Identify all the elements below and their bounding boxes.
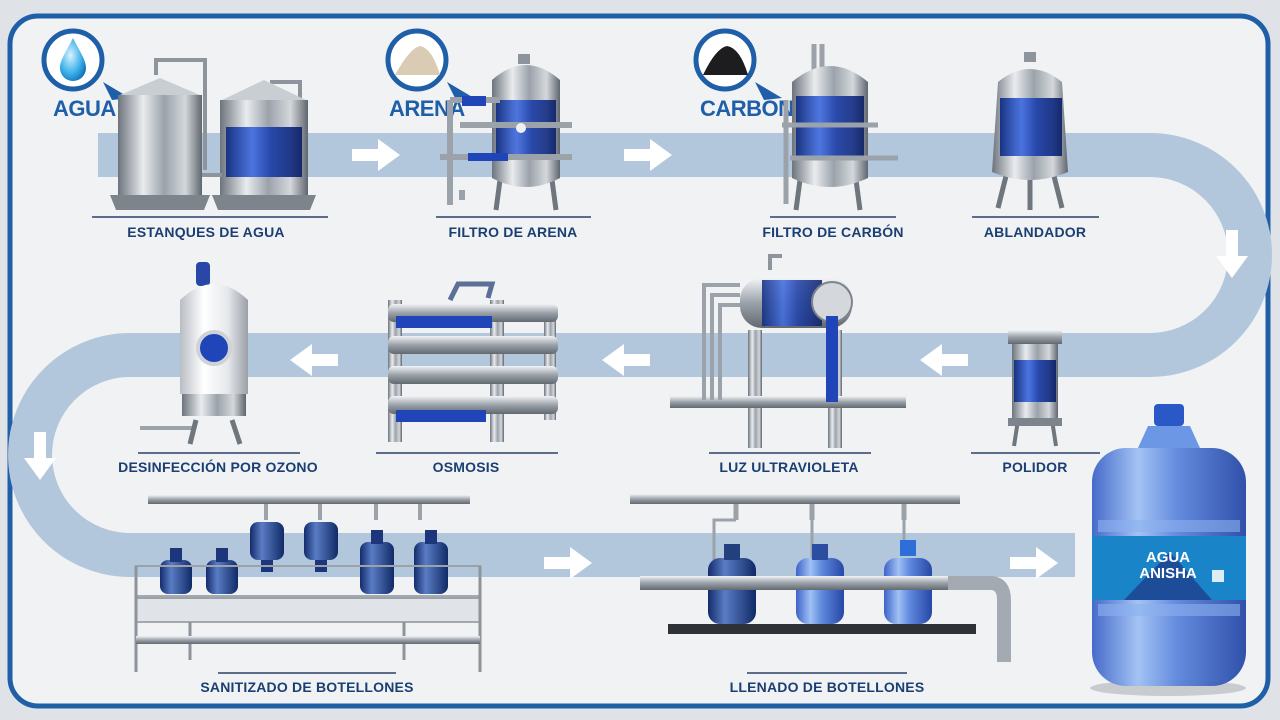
bottle-icon (160, 548, 192, 594)
product-brand-line1: AGUA (1146, 549, 1190, 566)
product-brand-line2: ANISHA (1139, 565, 1197, 582)
product-bottle: AGUA ANISHA (1090, 404, 1246, 696)
arrow-down-icon (1216, 230, 1248, 278)
arrow-left-icon (290, 344, 338, 376)
stage-luz-uv: LUZ ULTRAVIOLETA (670, 254, 906, 475)
stage-label: POLIDOR (1002, 459, 1067, 475)
bottle-icon (414, 530, 448, 594)
stage-ablandador: ABLANDADOR (972, 52, 1099, 240)
input-agua: AGUA (41, 28, 130, 121)
stage-label: ESTANQUES DE AGUA (127, 224, 284, 240)
input-arena: ARENA (385, 28, 474, 121)
stage-polidor: POLIDOR (971, 330, 1100, 475)
flow-arrows (24, 139, 1248, 579)
input-label: AGUA (53, 96, 116, 121)
stage-ozono: DESINFECCIÓN POR OZONO (118, 262, 318, 475)
stage-label: SANITIZADO DE BOTELLONES (200, 679, 413, 695)
stage-sanitizado: SANITIZADO DE BOTELLONES (134, 495, 482, 695)
stage-label: FILTRO DE ARENA (449, 224, 578, 240)
stage-label: DESINFECCIÓN POR OZONO (118, 458, 318, 475)
bottle-icon (206, 548, 238, 594)
sand-pile-icon (395, 46, 440, 75)
stage-osmosis: OSMOSIS (376, 281, 558, 475)
arrow-right-icon (624, 139, 672, 171)
arrow-right-icon (1010, 547, 1058, 579)
bottle-icon (708, 544, 756, 624)
arrow-left-icon (920, 344, 968, 376)
input-label: CARBÓN (700, 96, 794, 121)
bottle-icon (304, 522, 338, 572)
stage-label: LUZ ULTRAVIOLETA (719, 459, 858, 475)
stage-filtro-arena: FILTRO DE ARENA (436, 54, 591, 240)
stage-label: ABLANDADOR (984, 224, 1086, 240)
water-drop-icon (60, 38, 86, 81)
stage-filtro-carbon: FILTRO DE CARBÓN (762, 44, 903, 240)
stage-llenado: LLENADO DE BOTELLONES (630, 494, 1011, 695)
label-mountain-graphic (1124, 552, 1212, 600)
arrow-down-icon (24, 432, 56, 480)
arrow-left-icon (602, 344, 650, 376)
stage-label: LLENADO DE BOTELLONES (730, 679, 925, 695)
bottle-icon (360, 530, 394, 594)
bottle-icon (884, 540, 932, 624)
arrow-right-icon (352, 139, 400, 171)
stage-estanques: ESTANQUES DE AGUA (92, 58, 328, 240)
coal-pile-icon (703, 46, 748, 75)
arrow-right-icon (544, 547, 592, 579)
stage-label: OSMOSIS (433, 459, 500, 475)
bottle-icon (796, 544, 844, 624)
stage-label: FILTRO DE CARBÓN (762, 223, 903, 240)
input-carbon: CARBÓN (693, 28, 794, 121)
